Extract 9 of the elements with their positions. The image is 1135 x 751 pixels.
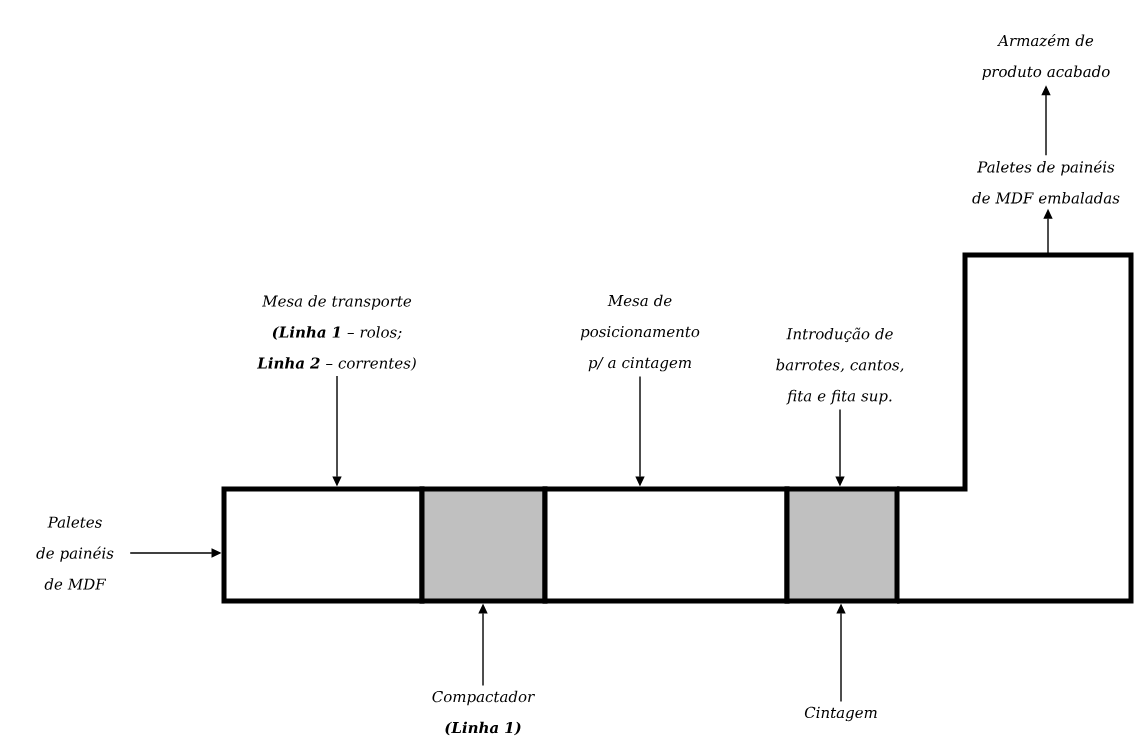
station-label: Mesa de transporte (Linha 1 – rolos; Linha 2 – correntes) [256,295,416,371]
station-label: Paletes de painéis de MDF embaladas [972,160,1120,204]
station-label: Cintagem [804,706,877,722]
station-label: Mesa de posicionamento p/ a cintagem [580,294,700,372]
station-label: Compactador (Linha 1) [432,690,535,736]
station-label: Armazém de produto acabado [982,33,1110,81]
conveyor-section [784,486,900,604]
station-label: Introdução de barrotes, cantos, fita e fita sup. [776,327,904,405]
station-label: Paletes de painéis de MDF [36,516,114,590]
